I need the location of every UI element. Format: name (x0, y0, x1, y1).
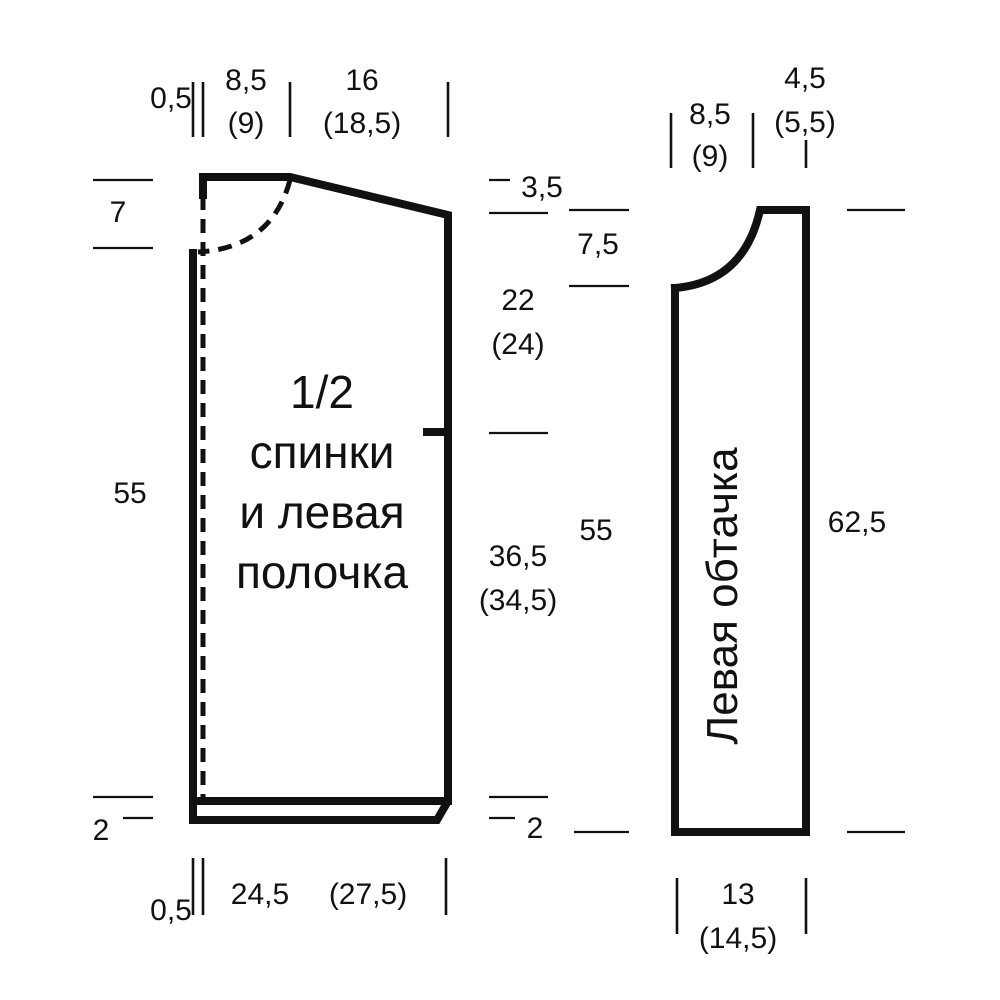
facing-reference-lines (569, 208, 905, 834)
dim-back-top-edge: 0,5 (150, 82, 192, 115)
back-piece-name-line1: 1/2 (290, 366, 354, 418)
back-bottom-dimension-ticks (191, 858, 448, 915)
dim-back-armhole-alt: (24) (491, 328, 544, 361)
back-top-dimension-ticks (191, 82, 450, 137)
dim-back-height-left: 55 (113, 477, 146, 510)
dim-facing-width-alt: (14,5) (699, 922, 777, 955)
dim-facing-top-width-alt: (5,5) (774, 106, 836, 139)
dim-back-band-right: 2 (527, 812, 544, 845)
dim-back-shoulder-slope: 3,5 (521, 171, 563, 204)
facing-bottom-dimension-ticks (675, 878, 808, 934)
dim-back-side-alt: (34,5) (479, 584, 557, 617)
facing-piece-outline (670, 206, 810, 836)
dim-back-height-right: 55 (579, 514, 612, 547)
back-right-reference-lines (489, 178, 548, 820)
dim-back-armhole: 22 (501, 284, 534, 317)
dim-back-width: 24,5 (231, 878, 289, 911)
dim-facing-width: 13 (721, 878, 754, 911)
dim-facing-neck-depth: 7,5 (577, 228, 619, 261)
facing-piece-name: Левая обтачка (698, 447, 747, 745)
back-piece-name-line4: полочка (236, 546, 409, 598)
dim-facing-height: 62,5 (828, 506, 886, 539)
dim-back-neck-width-alt: (9) (228, 107, 265, 140)
back-piece-name-line2: спинки (250, 426, 395, 478)
dim-back-shoulder-width: 16 (345, 64, 378, 97)
dim-back-shoulder-width-alt: (18,5) (323, 107, 401, 140)
dim-back-band-left: 2 (93, 814, 110, 847)
dim-back-bottom-edge: 0,5 (150, 894, 192, 927)
back-neckline-dashed (197, 179, 293, 255)
back-piece-name-line3: и левая (239, 486, 404, 538)
dim-facing-neck-width-alt: (9) (692, 140, 729, 173)
dim-back-neck-width: 8,5 (225, 64, 267, 97)
dim-facing-neck-width: 8,5 (689, 98, 731, 131)
dim-back-width-alt: (27,5) (329, 878, 407, 911)
back-piece-outline (189, 173, 452, 824)
dim-back-side: 36,5 (489, 540, 547, 573)
back-and-left-front-piece (189, 173, 452, 824)
left-facing-piece (670, 206, 810, 836)
dim-back-neck-depth: 7 (110, 196, 127, 229)
back-left-reference-lines (93, 178, 153, 820)
dim-facing-top-width: 4,5 (784, 62, 826, 95)
facing-top-dimension-ticks (669, 113, 808, 168)
